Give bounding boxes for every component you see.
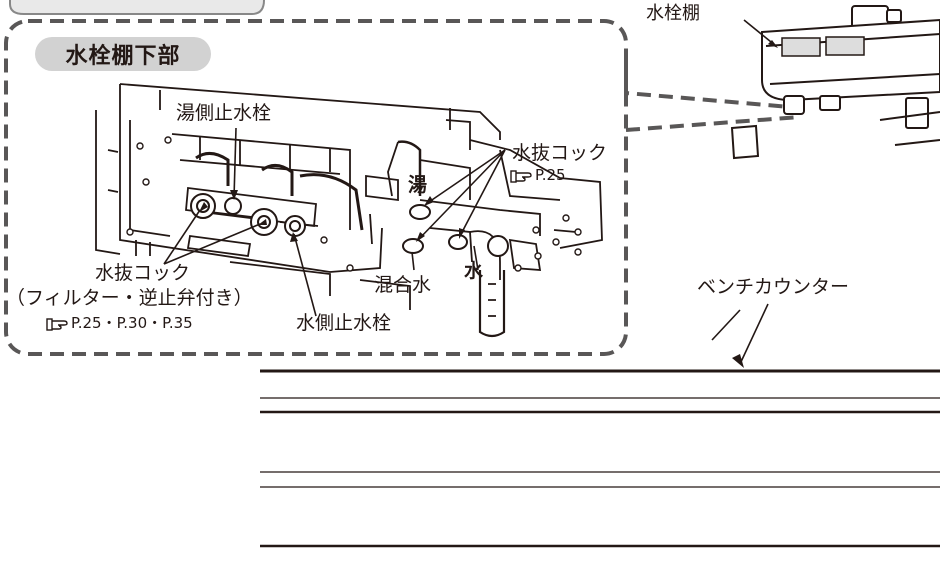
top-tab-edge bbox=[9, 0, 265, 15]
water-side-stop-valve-label: 水側止水栓 bbox=[296, 312, 392, 334]
callout-connector-bottom bbox=[625, 115, 801, 132]
bench-counter-label: ベンチカウンター bbox=[697, 276, 850, 298]
drain-cock-right-label: 水抜コック bbox=[512, 142, 608, 164]
bench-counter-leader bbox=[739, 303, 769, 365]
section-title: 水栓棚下部 bbox=[35, 37, 211, 71]
drain-cock-left-ref: P.25・P.30・P.35 bbox=[46, 316, 193, 331]
pointing-hand-icon bbox=[46, 317, 68, 331]
leader-lines bbox=[163, 127, 741, 341]
faucet-shelf-illustration bbox=[730, 5, 940, 160]
plumbing-detail-illustration bbox=[95, 83, 603, 338]
bench-counter-lines bbox=[260, 369, 940, 548]
pointing-hand-icon bbox=[510, 169, 532, 183]
water-label: 水 bbox=[464, 260, 484, 282]
callout-connector-top bbox=[624, 60, 791, 109]
drain-cock-right-ref: P.25 bbox=[510, 168, 566, 183]
faucet-shelf-label: 水栓棚 bbox=[646, 3, 700, 24]
drain-cock-left-note: （フィルター・逆止弁付き） bbox=[6, 287, 253, 309]
faucet-shelf-arrowhead bbox=[768, 40, 778, 48]
detail-frame bbox=[4, 19, 628, 356]
leader-arrowheads bbox=[199, 190, 744, 368]
drain-cock-left-label: 水抜コック bbox=[95, 262, 191, 284]
hot-side-stop-valve-label: 湯側止水栓 bbox=[176, 102, 272, 124]
drain-cock-right-ref-text: P.25 bbox=[535, 166, 566, 184]
screw-holes bbox=[126, 136, 582, 272]
drain-cock-left-ref-text: P.25・P.30・P.35 bbox=[71, 314, 193, 332]
hot-label: 湯 bbox=[408, 174, 428, 196]
mixed-water-label: 混合水 bbox=[374, 274, 432, 296]
